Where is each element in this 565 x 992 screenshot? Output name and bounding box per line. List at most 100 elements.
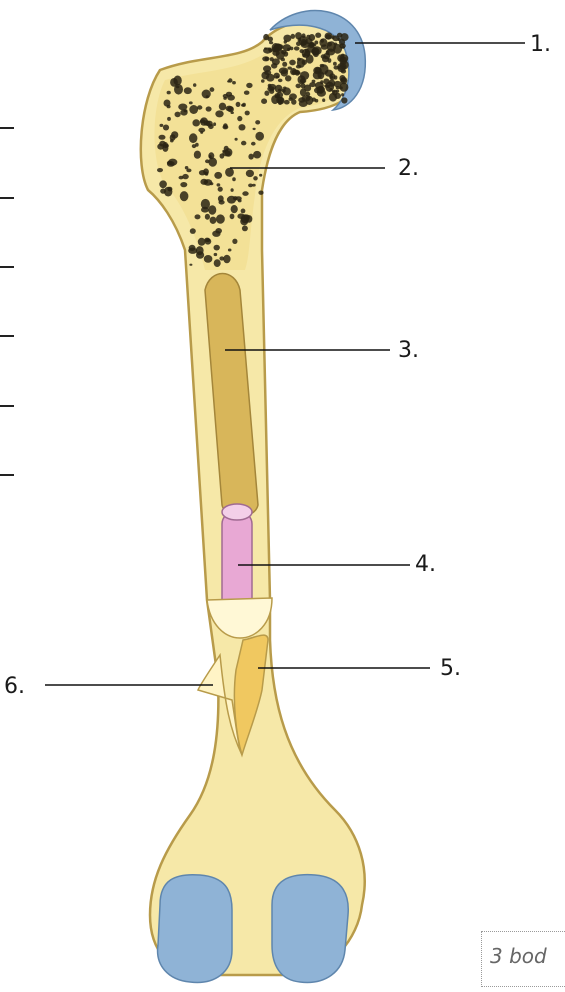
spongy-pore (198, 128, 205, 133)
spongy-pore (340, 77, 346, 82)
spongy-pore (339, 43, 346, 48)
spongy-pore (237, 213, 244, 219)
spongy-pore (268, 37, 273, 42)
spongy-pore (186, 169, 191, 173)
spongy-pore (309, 34, 315, 41)
spongy-pore (223, 125, 229, 130)
spongy-pore (231, 205, 238, 213)
spongy-pore (340, 33, 348, 41)
spongy-pore (223, 255, 230, 264)
spongy-pore (188, 248, 197, 254)
spongy-pore (160, 124, 164, 127)
spongy-pore (246, 170, 254, 177)
spongy-pore (231, 188, 234, 192)
spongy-pore (163, 125, 169, 131)
spongy-pore (214, 172, 222, 179)
spongy-pore (159, 141, 166, 147)
spongy-pore (241, 209, 246, 214)
spongy-pore (171, 131, 178, 138)
spongy-pore (263, 48, 272, 54)
spongy-pore (332, 90, 336, 93)
spongy-pore (320, 64, 325, 67)
spongy-pore (251, 142, 256, 146)
spongy-pore (291, 34, 296, 39)
spongy-pore (194, 151, 201, 159)
spongy-pore (270, 57, 274, 61)
spongy-pore (264, 91, 269, 96)
spongy-pore (296, 65, 301, 69)
spongy-pore (167, 91, 171, 95)
spongy-pore (167, 161, 172, 165)
spongy-pore (255, 132, 264, 141)
spongy-pore (200, 117, 208, 125)
spongy-pore (246, 83, 252, 88)
spongy-pore (180, 191, 189, 201)
spongy-pore (170, 78, 178, 87)
spongy-pore (253, 151, 261, 159)
spongy-pore (314, 41, 318, 45)
spongy-pore (182, 174, 189, 179)
spongy-pore (217, 183, 221, 186)
spongy-pore (193, 83, 196, 87)
spongy-pore (248, 184, 253, 188)
spongy-pore (324, 84, 329, 87)
spongy-pore (268, 84, 272, 88)
spongy-pore (210, 87, 215, 92)
condyle-cartilage-right (272, 875, 348, 983)
spongy-pore (213, 122, 216, 126)
spongy-pore (242, 191, 248, 196)
spongy-pore (192, 144, 196, 148)
spongy-pore (227, 95, 235, 101)
spongy-pore (225, 168, 234, 177)
spongy-pore (255, 120, 260, 124)
spongy-pore (329, 73, 335, 80)
label-2: 2. (398, 158, 419, 180)
spongy-pore (195, 214, 201, 219)
spongy-pore (261, 98, 267, 104)
spongy-pore (208, 152, 214, 159)
spongy-pore (312, 98, 316, 102)
spongy-pore (230, 214, 235, 220)
spongy-pore (242, 103, 246, 107)
label-4: 4. (415, 554, 436, 576)
spongy-pore (214, 253, 218, 256)
spongy-pore (282, 89, 286, 93)
label-3: 3. (398, 340, 419, 362)
spongy-pore (258, 191, 263, 195)
spongy-pore (202, 90, 211, 99)
spongy-pore (288, 67, 292, 70)
spongy-pore (282, 62, 287, 67)
spongy-pore (271, 95, 279, 104)
spongy-pore (269, 41, 273, 44)
spongy-pore (306, 92, 311, 97)
spongy-pore (205, 214, 210, 220)
spongy-pore (279, 67, 288, 74)
spongy-pore (294, 46, 300, 50)
spongy-pore (184, 87, 192, 94)
spongy-pore (226, 106, 233, 112)
spongy-pore (336, 90, 339, 93)
spongy-pore (176, 86, 180, 89)
spongy-pore (341, 97, 347, 103)
spongy-pore (338, 38, 341, 41)
spongy-pore (167, 117, 171, 121)
spongy-pore (189, 101, 193, 104)
spongy-pore (208, 124, 214, 129)
spongy-pore (318, 71, 325, 79)
spongy-pore (159, 135, 166, 140)
spongy-pore (190, 228, 196, 234)
spongy-pore (214, 259, 221, 267)
spongy-pore (315, 33, 321, 38)
spongy-pore (259, 174, 262, 177)
spongy-pore (199, 170, 206, 175)
spongy-pore (278, 89, 281, 92)
spongy-pore (322, 56, 329, 62)
label-5: 5. (440, 658, 461, 680)
spongy-pore (204, 255, 213, 263)
spongy-pore (189, 264, 192, 266)
spongy-pore (341, 57, 344, 59)
spongy-pore (164, 100, 171, 107)
label-1: 1. (530, 34, 551, 56)
spongy-pore (321, 39, 324, 43)
